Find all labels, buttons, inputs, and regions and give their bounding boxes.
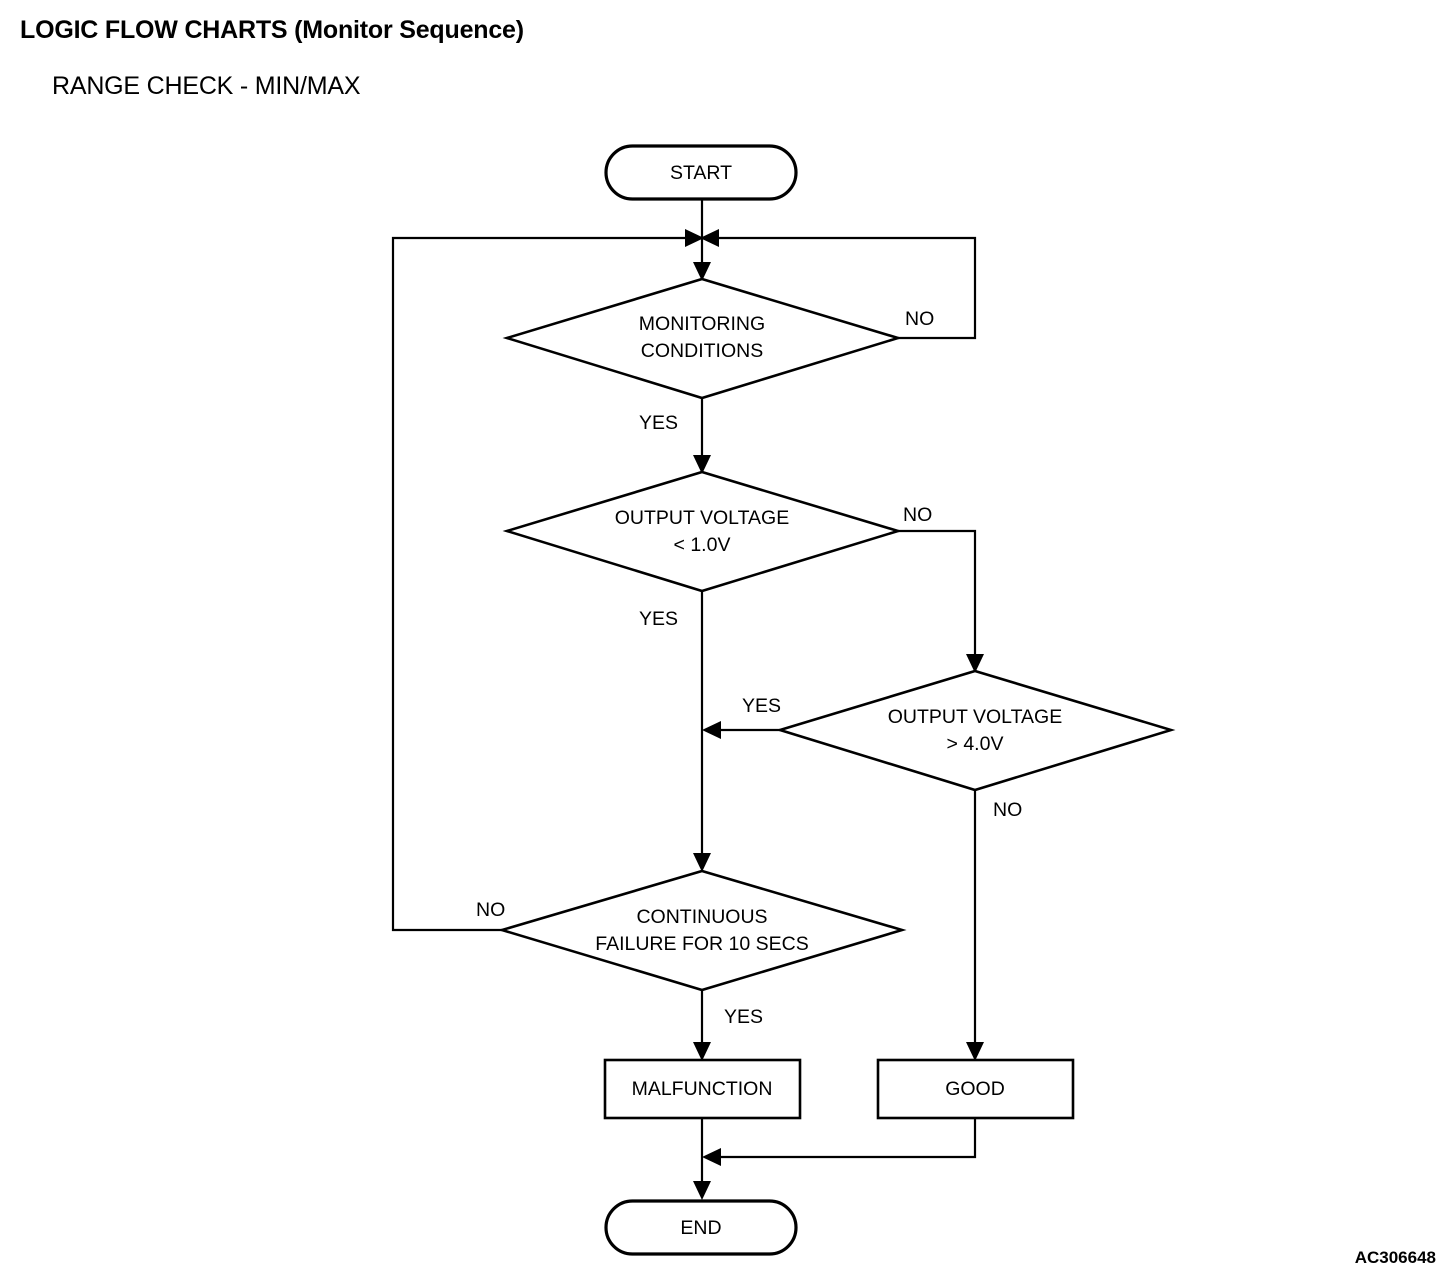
output-voltage-min-label-line-1: OUTPUT VOLTAGE <box>615 507 789 529</box>
edge-continuous-failure-no-loop <box>391 236 692 932</box>
page-subtitle: RANGE CHECK - MIN/MAX <box>52 72 361 100</box>
edge-label-voltage-min-yes: YES <box>639 608 678 630</box>
continuous-failure-label-line-2: FAILURE FOR 10 SECS <box>595 933 808 955</box>
edge-label-monitoring-yes: YES <box>639 412 678 434</box>
arrowhead-into-voltage-min <box>693 455 711 474</box>
output-voltage-min-diamond <box>502 470 903 593</box>
monitoring-conditions-diamond <box>502 277 903 400</box>
arrowhead-into-malfunction <box>693 1042 711 1061</box>
malfunction-box <box>603 1058 802 1120</box>
edge-label-voltage-min-no: NO <box>903 504 932 526</box>
node-end[interactable]: END <box>604 1199 798 1256</box>
edge-good-to-end <box>714 1118 977 1159</box>
arrowhead-voltage-max-yes <box>702 721 721 739</box>
edge-label-continuous-failure-no: NO <box>476 899 505 921</box>
good-box <box>876 1058 1075 1120</box>
node-start[interactable]: START <box>604 144 798 201</box>
page-title: LOGIC FLOW CHARTS (Monitor Sequence) <box>20 16 524 44</box>
edge-label-voltage-max-no: NO <box>993 799 1022 821</box>
reference-code: AC306648 <box>1354 1248 1436 1267</box>
start-label: START <box>670 162 732 184</box>
edge-label-voltage-max-yes: YES <box>742 695 781 717</box>
arrowhead-good-merge <box>702 1148 721 1166</box>
edge-label-continuous-failure-yes: YES <box>724 1006 763 1028</box>
node-monitoring-conditions[interactable]: MONITORING CONDITIONS <box>502 277 903 400</box>
monitoring-conditions-label-line-1: MONITORING <box>639 313 765 335</box>
arrowhead-into-monitoring <box>693 262 711 281</box>
arrowhead-monitoring-no-loop <box>700 229 719 247</box>
arrowhead-into-continuous-failure <box>693 853 711 872</box>
good-label: GOOD <box>945 1078 1005 1100</box>
node-continuous-failure[interactable]: CONTINUOUS FAILURE FOR 10 SECS <box>497 869 907 992</box>
end-terminator-shape <box>604 1199 798 1256</box>
node-malfunction[interactable]: MALFUNCTION <box>603 1058 802 1120</box>
node-output-voltage-max[interactable]: OUTPUT VOLTAGE > 4.0V <box>775 669 1176 792</box>
node-good[interactable]: GOOD <box>876 1058 1075 1120</box>
monitoring-conditions-label-line-2: CONDITIONS <box>641 340 763 362</box>
edge-monitoring-no-loop <box>712 236 977 340</box>
malfunction-label: MALFUNCTION <box>632 1078 773 1100</box>
end-label: END <box>680 1217 721 1239</box>
edge-label-layer: NO YES NO YES YES NO NO YES <box>476 308 1022 1028</box>
node-layer: START MONITORING CONDITIONS OUTPUT VOLTA… <box>497 144 1176 1256</box>
edge-label-monitoring-no: NO <box>905 308 934 330</box>
output-voltage-max-label-line-1: OUTPUT VOLTAGE <box>888 706 1062 728</box>
output-voltage-min-label-line-2: < 1.0V <box>674 534 731 556</box>
edge-voltage-min-no <box>898 529 977 665</box>
start-terminator-shape <box>604 144 798 201</box>
node-output-voltage-min[interactable]: OUTPUT VOLTAGE < 1.0V <box>502 470 903 593</box>
output-voltage-max-label-line-2: > 4.0V <box>947 733 1004 755</box>
continuous-failure-diamond <box>497 869 907 992</box>
arrowhead-into-voltage-max <box>966 654 984 673</box>
continuous-failure-label-line-1: CONTINUOUS <box>636 906 767 928</box>
connector-layer <box>391 199 984 1200</box>
arrowhead-into-end <box>693 1181 711 1200</box>
arrowhead-continuous-failure-no-loop <box>685 229 704 247</box>
arrowhead-into-good <box>966 1042 984 1061</box>
output-voltage-max-diamond <box>775 669 1176 792</box>
